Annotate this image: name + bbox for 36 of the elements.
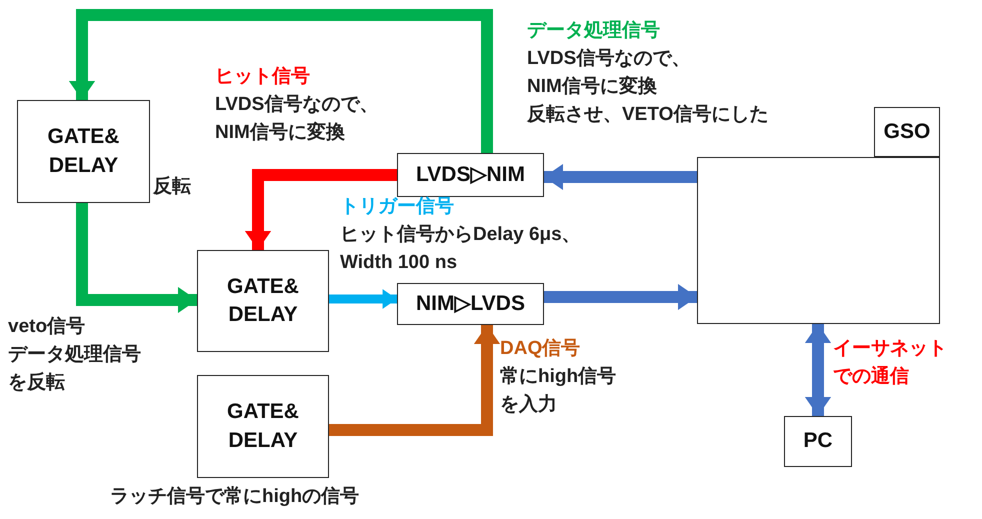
arrow xyxy=(544,164,697,190)
signal-heading: データ処理信号 xyxy=(527,20,660,43)
note-text: データ処理信号 xyxy=(8,344,141,367)
signal-heading: での通信 xyxy=(833,366,909,389)
arrow xyxy=(544,284,697,310)
module-box: NIM▷LVDS xyxy=(397,283,544,325)
note-text: Width 100 ns xyxy=(340,252,458,275)
arrow xyxy=(329,289,397,309)
module-box xyxy=(697,157,940,324)
signal-heading: トリガー信号 xyxy=(340,196,454,219)
note-text: ヒット信号からDelay 6μs、 xyxy=(340,224,581,247)
note-text: LVDS信号なので、 xyxy=(527,48,690,71)
note-text: を入力 xyxy=(500,394,557,417)
note-text: を反転 xyxy=(8,372,65,395)
module-box: GSO xyxy=(874,107,940,157)
note-text: 常にhigh信号 xyxy=(500,366,616,389)
note-text: NIM信号に変換 xyxy=(527,76,657,99)
note-text: veto信号 xyxy=(8,316,86,339)
module-box: GATE& DELAY xyxy=(17,100,150,203)
note-text: ラッチ信号で常にhighの信号 xyxy=(110,486,360,509)
module-box: LVDS▷NIM xyxy=(397,153,544,197)
note-text: LVDS信号なので、 xyxy=(215,94,378,117)
module-box: GATE& DELAY xyxy=(197,375,329,478)
arrow xyxy=(76,203,197,314)
signal-heading: イーサネット xyxy=(833,338,947,361)
module-box: GATE& DELAY xyxy=(197,250,329,352)
module-box: PC xyxy=(784,416,852,467)
note-text: NIM信号に変換 xyxy=(215,122,345,145)
note-text: 反転させ、VETO信号にした xyxy=(527,104,768,127)
arrow xyxy=(329,325,500,436)
arrow xyxy=(68,9,493,153)
arrow xyxy=(804,324,832,416)
signal-heading: ヒット信号 xyxy=(215,66,310,89)
signal-heading: DAQ信号 xyxy=(500,338,580,361)
note-text: 反転 xyxy=(153,176,191,199)
arrow xyxy=(244,169,397,250)
